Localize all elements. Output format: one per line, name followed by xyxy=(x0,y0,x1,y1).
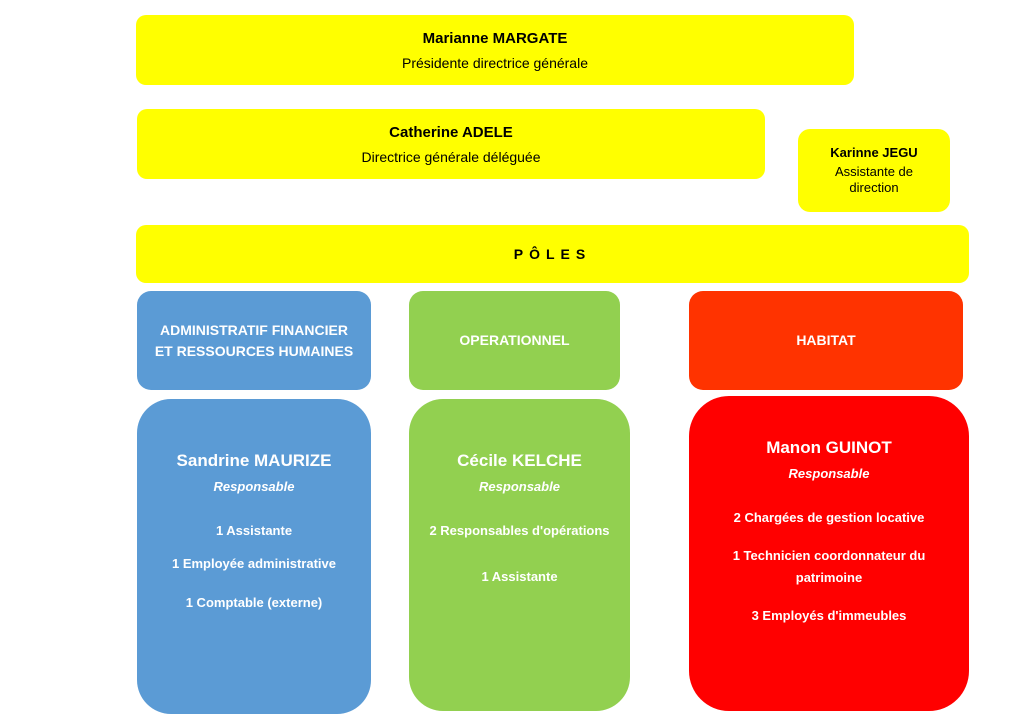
pole-admin-staff-item: 1 Comptable (externe) xyxy=(185,595,323,610)
deputy-director-name: Catherine ADELE xyxy=(389,123,513,141)
pole-header-habitat-label: HABITAT xyxy=(796,332,856,348)
pole-card-habitat: Manon GUINOT Responsable 2 Chargées de g… xyxy=(689,396,969,711)
pole-header-operationnel: OPERATIONNEL xyxy=(409,291,620,390)
pole-hab-manager-name: Manon GUINOT xyxy=(766,438,892,457)
executive-assistant-name: Karinne JEGU xyxy=(830,145,918,160)
pole-oper-staff-item: 1 Assistante xyxy=(481,569,558,584)
pole-hab-staff-item: 2 Chargées de gestion locative xyxy=(733,510,925,525)
pole-card-admin: Sandrine MAURIZE Responsable 1 Assistant… xyxy=(137,399,371,714)
pole-header-admin-label: ADMINISTRATIF FINANCIER ET RESSOURCES HU… xyxy=(154,321,354,359)
pole-admin-staff-item: 1 Assistante xyxy=(215,523,293,538)
pole-hab-staff-item: 3 Employés d'immeubles xyxy=(751,608,907,623)
president-role: Présidente directrice générale xyxy=(402,54,588,71)
pole-hab-staff-item: 1 Technicien coordonnateur du patrimoine xyxy=(732,548,926,585)
pole-header-operationnel-label: OPERATIONNEL xyxy=(459,332,570,348)
pole-card-operationnel: Cécile KELCHE Responsable 2 Responsables… xyxy=(409,399,630,711)
pole-oper-staff-item: 2 Responsables d'opérations xyxy=(429,523,610,538)
pole-header-admin: ADMINISTRATIF FINANCIER ET RESSOURCES HU… xyxy=(137,291,371,390)
pole-header-habitat: HABITAT xyxy=(689,291,963,390)
pole-oper-manager-name: Cécile KELCHE xyxy=(457,451,582,470)
pole-oper-manager-role: Responsable xyxy=(479,479,560,494)
pole-admin-manager-role: Responsable xyxy=(213,479,295,494)
executive-assistant-box: Karinne JEGU Assistante de direction xyxy=(798,129,950,212)
deputy-director-box: Catherine ADELE Directrice générale délé… xyxy=(137,109,765,179)
pole-admin-manager-name: Sandrine MAURIZE xyxy=(176,451,332,470)
president-name: Marianne MARGATE xyxy=(422,29,568,47)
poles-label: PÔLES xyxy=(513,246,592,262)
executive-assistant-role: Assistante de direction xyxy=(834,164,914,195)
poles-banner: PÔLES xyxy=(136,225,969,283)
deputy-director-role: Directrice générale déléguée xyxy=(361,148,541,165)
pole-admin-staff-item: 1 Employée administrative xyxy=(171,556,336,571)
president-box: Marianne MARGATE Présidente directrice g… xyxy=(136,15,854,85)
pole-hab-manager-role: Responsable xyxy=(788,466,870,481)
